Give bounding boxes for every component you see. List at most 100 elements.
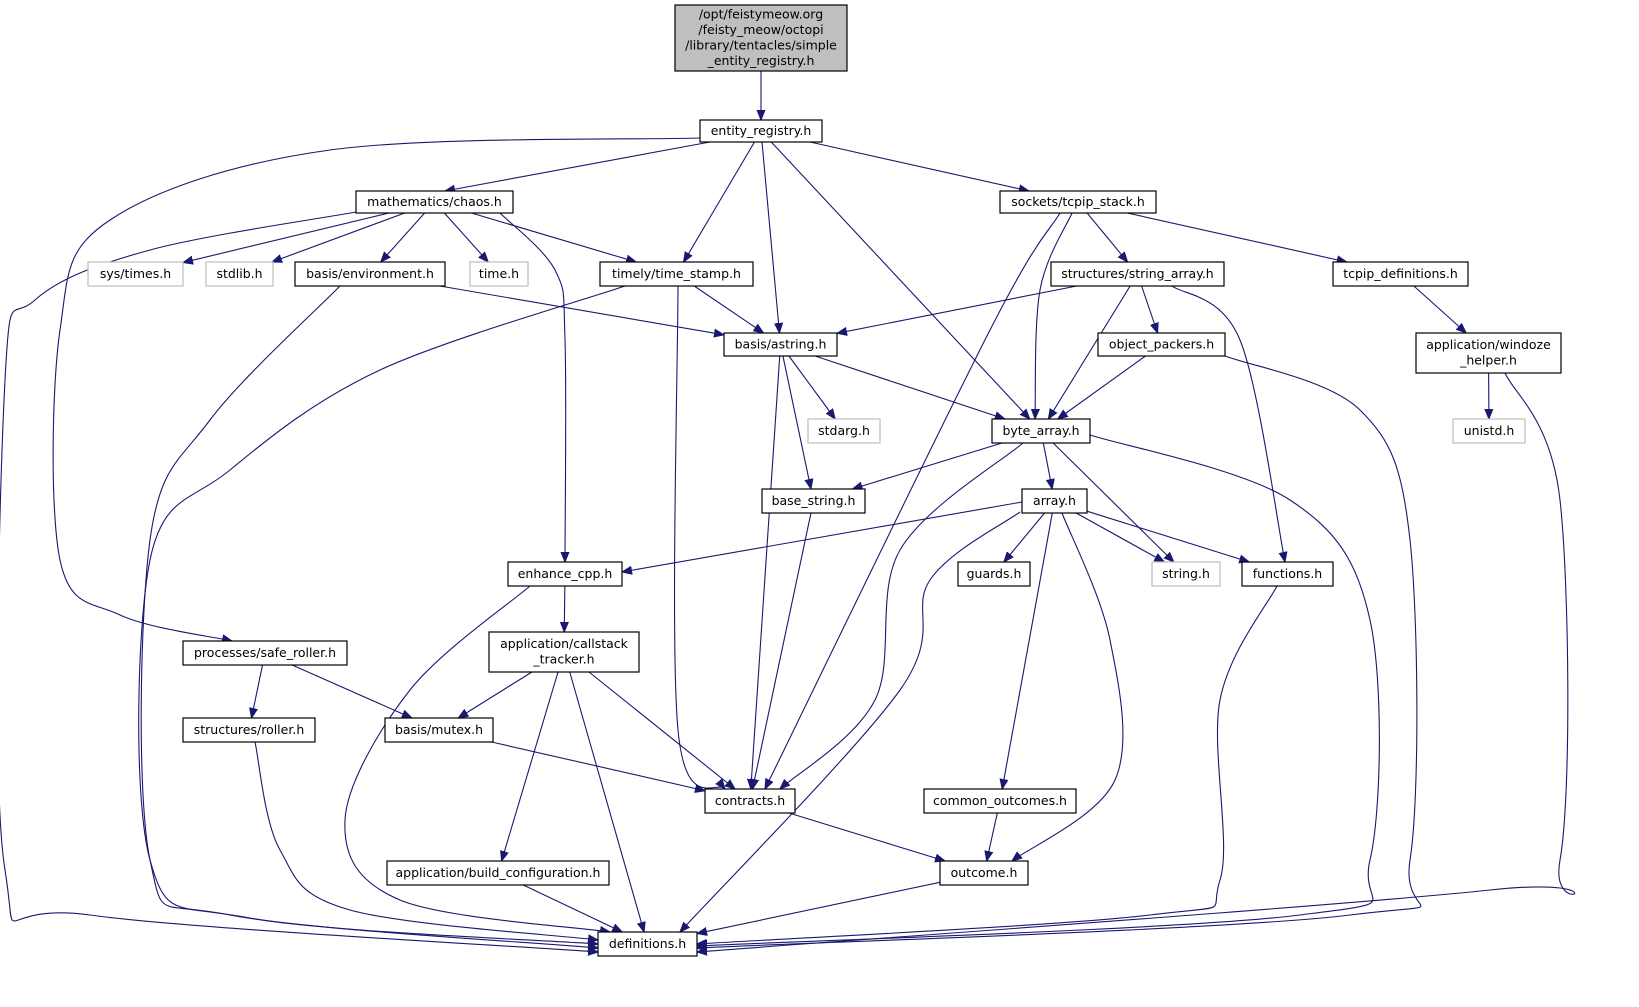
edge-time_stamp-to-contracts	[673, 285, 725, 789]
node-enhance-cpp[interactable]: enhance_cpp.h	[507, 561, 623, 587]
edge-array-to-definitions	[680, 511, 1021, 932]
node-box	[507, 561, 623, 587]
edge-safe_roller-to-mutex	[291, 664, 412, 718]
edge-tcpip_stack-to-string_array	[1086, 212, 1127, 262]
node-outcome[interactable]: outcome.h	[939, 860, 1029, 886]
edge-build_configuration-to-definitions	[523, 884, 622, 932]
edge-astring-to-contracts	[751, 355, 781, 789]
node-box	[1241, 561, 1334, 587]
node-label: sockets/tcpip_stack.h	[1011, 194, 1145, 209]
node-tcpip-stack[interactable]: sockets/tcpip_stack.h	[999, 190, 1157, 214]
edge-callstack-to-definitions	[569, 671, 644, 932]
node-label: guards.h	[967, 566, 1022, 581]
node-stdarg: stdarg.h	[807, 418, 881, 444]
node-roller[interactable]: structures/roller.h	[182, 717, 316, 743]
edge-roller-to-definitions	[254, 741, 598, 940]
edge-safe_roller-to-roller	[251, 664, 264, 718]
node-label: definitions.h	[609, 936, 686, 951]
node-time-stamp[interactable]: timely/time_stamp.h	[599, 261, 754, 287]
node-box	[957, 561, 1031, 587]
node-definitions[interactable]: definitions.h	[597, 931, 698, 957]
edge-callstack-to-build_configuration	[502, 671, 559, 861]
edge-array-to-common_outcomes	[1002, 512, 1053, 789]
edge-astring-to-byte_array	[814, 355, 1005, 419]
node-chaos[interactable]: mathematics/chaos.h	[355, 190, 514, 214]
node-box	[384, 717, 494, 743]
node-common-outcomes[interactable]: common_outcomes.h	[923, 788, 1077, 814]
node-label: base_string.h	[772, 493, 856, 508]
node-sys-times: sys/times.h	[87, 261, 184, 287]
edge-string_array-to-astring	[837, 285, 1077, 333]
node-label: stdlib.h	[216, 266, 262, 281]
nodes-layer: /opt/feistymeow.org/feisty_meow/octopi/l…	[87, 4, 1562, 957]
node-label: /feisty_meow/octopi	[698, 22, 823, 37]
node-label: enhance_cpp.h	[518, 566, 613, 581]
node-label: array.h	[1033, 493, 1076, 508]
node-box	[674, 4, 848, 72]
node-box	[923, 788, 1077, 814]
node-tcpip-definitions[interactable]: tcpip_definitions.h	[1332, 261, 1469, 287]
edge-callstack-to-mutex	[458, 671, 533, 718]
node-label: outcome.h	[951, 865, 1018, 880]
node-box	[1151, 561, 1221, 587]
edge-chaos-to-enhance_cpp	[499, 212, 566, 562]
edge-environment-to-definitions	[140, 285, 598, 948]
node-label: basis/environment.h	[306, 266, 434, 281]
node-guards[interactable]: guards.h	[957, 561, 1031, 587]
edge-string_array-to-functions	[1171, 285, 1285, 562]
edge-base_string-to-contracts	[753, 512, 812, 789]
node-box	[488, 631, 640, 673]
node-box	[699, 119, 823, 143]
node-box	[723, 332, 838, 357]
node-unistd: unistd.h	[1452, 418, 1526, 444]
edge-tcpip_stack-to-tcpip_definitions	[1127, 212, 1346, 262]
node-label: object_packers.h	[1109, 336, 1214, 351]
edge-array-to-guards	[1004, 512, 1045, 562]
edge-astring-to-stdarg	[788, 355, 835, 419]
edge-tcpip_stack-to-contracts	[765, 212, 1061, 789]
node-label: application/windoze	[1426, 337, 1551, 352]
node-box	[807, 418, 881, 444]
node-entity-registry[interactable]: entity_registry.h	[699, 119, 823, 143]
node-box	[1415, 332, 1562, 374]
edge-byte_array-to-contracts	[780, 442, 1024, 789]
node-box	[87, 261, 184, 287]
node-label: string.h	[1162, 566, 1210, 581]
node-astring[interactable]: basis/astring.h	[723, 332, 838, 357]
node-safe-roller[interactable]: processes/safe_roller.h	[182, 640, 348, 666]
node-functions[interactable]: functions.h	[1241, 561, 1334, 587]
edge-array-to-enhance_cpp	[622, 501, 1023, 572]
node-label: _helper.h	[1459, 353, 1517, 368]
node-build-configuration[interactable]: application/build_configuration.h	[386, 860, 610, 886]
node-label: basis/astring.h	[735, 336, 827, 351]
node-label: mathematics/chaos.h	[367, 194, 502, 209]
edge-callstack-to-contracts	[588, 671, 735, 789]
node-environment[interactable]: basis/environment.h	[294, 261, 446, 287]
node-box	[1452, 418, 1526, 444]
node-box	[205, 261, 274, 287]
edge-entity_registry-to-byte_array	[770, 141, 1030, 419]
node-box	[999, 190, 1157, 214]
edge-tcpip_stack-to-byte_array	[1035, 212, 1073, 419]
node-windoze-helper[interactable]: application/windoze_helper.h	[1415, 332, 1562, 374]
edge-byte_array-to-array	[1042, 442, 1052, 489]
node-label: stdarg.h	[818, 423, 870, 438]
node-array[interactable]: array.h	[1021, 488, 1088, 514]
node-object-packers[interactable]: object_packers.h	[1097, 332, 1226, 357]
edge-tcpip_definitions-to-windoze_helper	[1413, 285, 1466, 333]
node-string-array[interactable]: structures/string_array.h	[1050, 261, 1225, 287]
node-time: time.h	[469, 261, 529, 287]
node-base-string[interactable]: base_string.h	[761, 488, 866, 514]
node-label: tcpip_definitions.h	[1343, 266, 1458, 281]
node-byte-array[interactable]: byte_array.h	[991, 418, 1091, 444]
node-label: timely/time_stamp.h	[612, 266, 741, 281]
node-callstack[interactable]: application/callstack_tracker.h	[488, 631, 640, 673]
node-contracts[interactable]: contracts.h	[704, 788, 796, 814]
node-label: /opt/feistymeow.org	[699, 7, 823, 22]
edge-entity_registry-to-tcpip_stack	[809, 141, 1029, 191]
edge-mutex-to-contracts	[491, 741, 705, 791]
edge-chaos-to-stdlib	[272, 212, 405, 262]
edge-byte_array-to-definitions	[697, 434, 1380, 946]
node-mutex[interactable]: basis/mutex.h	[384, 717, 494, 743]
